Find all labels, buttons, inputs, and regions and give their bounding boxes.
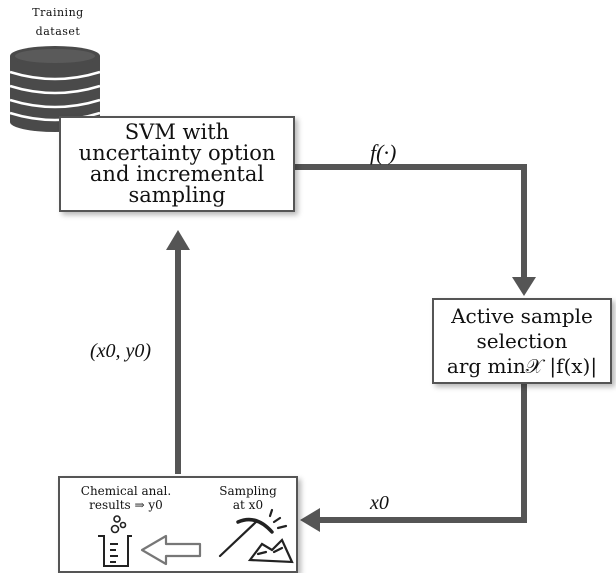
edge-label-x0: x0 xyxy=(370,492,389,514)
bubbles-icon xyxy=(110,515,127,534)
beaker-icon xyxy=(98,535,132,567)
left-arrow-icon xyxy=(140,534,202,566)
edge-active-to-chem xyxy=(318,384,527,523)
chemical-sampling-box: Chemical anal. results ⇒ y0 Sampling at … xyxy=(58,476,298,573)
chem-left-line1: Chemical anal. xyxy=(80,484,172,498)
arrowhead-up xyxy=(166,230,190,250)
dataset-label-line1: Training xyxy=(32,6,84,19)
svm-line3: and incremental xyxy=(89,162,265,186)
dataset-label: Training dataset xyxy=(18,3,98,41)
svm-line2: uncertainty option xyxy=(78,141,276,165)
chem-right-line2: at x0 xyxy=(232,498,264,512)
active-line3: arg min𝒳 |f(x)| xyxy=(446,353,598,378)
chem-analysis-text: Chemical anal. results ⇒ y0 xyxy=(66,484,186,512)
chem-right-line1: Sampling xyxy=(219,484,277,498)
edge-svm-to-active xyxy=(295,164,527,280)
dataset-label-line2: dataset xyxy=(35,25,81,38)
edge-label-x0y0: (x0, y0) xyxy=(90,340,152,362)
active-line2: selection xyxy=(476,328,568,353)
chem-left-line2: results ⇒ y0 xyxy=(89,498,163,512)
active-selection-box: Active sample selection arg min𝒳 |f(x)| xyxy=(432,298,612,384)
arrowhead-left xyxy=(300,508,320,532)
arrowhead-down xyxy=(512,277,536,296)
chem-icons xyxy=(98,508,294,567)
svm-box: SVM with uncertainty option and incremen… xyxy=(59,116,295,212)
active-line1: Active sample xyxy=(451,303,593,328)
svm-line4: sampling xyxy=(128,183,226,207)
database-icon xyxy=(9,46,101,132)
svm-line1: SVM with xyxy=(124,120,230,144)
edge-label-f: f(·) xyxy=(370,140,397,165)
pickaxe-icon xyxy=(218,508,294,564)
sampling-text: Sampling at x0 xyxy=(202,484,294,512)
